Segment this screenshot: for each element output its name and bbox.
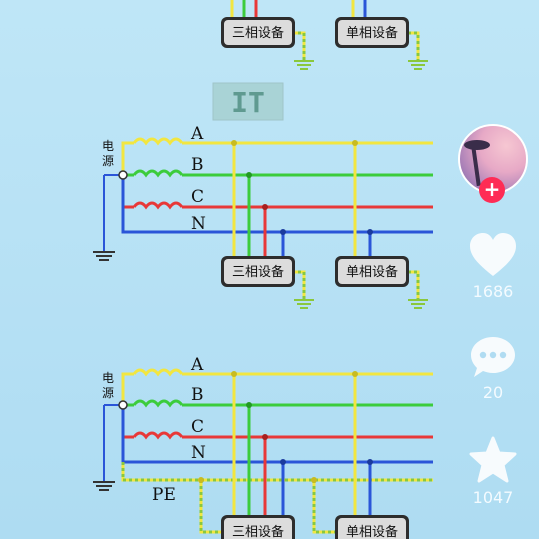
three-phase-device: 三相设备 bbox=[221, 256, 295, 287]
svg-text:三相设备: 三相设备 bbox=[232, 25, 284, 41]
favorite-action[interactable]: 1047 bbox=[455, 436, 531, 507]
bus-label-a: A bbox=[190, 355, 204, 375]
svg-text:单相设备: 单相设备 bbox=[346, 264, 398, 280]
svg-text:单相设备: 单相设备 bbox=[346, 25, 398, 41]
comment-action[interactable]: 20 bbox=[455, 335, 531, 402]
source-label: 电 bbox=[102, 139, 114, 153]
source-label: 源 bbox=[102, 154, 114, 168]
bus-label-pe: PE bbox=[152, 485, 176, 505]
palm-tree-icon bbox=[471, 145, 481, 187]
bus-label-c: C bbox=[191, 417, 204, 437]
ground-symbol bbox=[294, 299, 314, 309]
follow-button[interactable]: + bbox=[479, 177, 505, 203]
top-section: 三相设备 单相设备 bbox=[221, 0, 428, 70]
svg-text:三相设备: 三相设备 bbox=[232, 524, 284, 539]
bus-label-n: N bbox=[191, 443, 206, 463]
system-title: IT bbox=[212, 82, 284, 121]
comment-count: 20 bbox=[482, 383, 504, 402]
ground-symbol bbox=[93, 251, 115, 261]
svg-text:三相设备: 三相设备 bbox=[232, 264, 284, 280]
svg-text:单相设备: 单相设备 bbox=[346, 524, 398, 539]
source-label: 电 bbox=[102, 371, 114, 385]
ground-symbol bbox=[294, 60, 314, 70]
favorite-count: 1047 bbox=[472, 488, 514, 507]
pe-section: 电 源 A B C N PE bbox=[93, 355, 433, 539]
single-phase-device: 单相设备 bbox=[335, 515, 409, 539]
ground-symbol bbox=[408, 299, 428, 309]
heart-icon[interactable] bbox=[468, 232, 518, 278]
like-count: 1686 bbox=[472, 282, 514, 301]
single-phase-device: 单相设备 bbox=[335, 17, 409, 48]
bus-label-b: B bbox=[191, 155, 204, 175]
source-label: 源 bbox=[102, 386, 114, 400]
like-action[interactable]: 1686 bbox=[455, 232, 531, 301]
bus-label-b: B bbox=[191, 385, 204, 405]
bus-label-n: N bbox=[191, 214, 206, 234]
three-phase-device: 三相设备 bbox=[221, 515, 295, 539]
comment-icon[interactable] bbox=[469, 335, 517, 379]
bus-label-c: C bbox=[191, 187, 204, 207]
star-icon[interactable] bbox=[468, 436, 518, 484]
three-phase-device: 三相设备 bbox=[221, 17, 295, 48]
ground-symbol bbox=[408, 60, 428, 70]
ground-symbol bbox=[93, 481, 115, 491]
it-section: 电 源 A B C N bbox=[93, 124, 433, 309]
palm-leaf bbox=[464, 140, 490, 150]
single-phase-device: 单相设备 bbox=[335, 256, 409, 287]
svg-text:IT: IT bbox=[231, 86, 265, 119]
bus-label-a: A bbox=[190, 124, 204, 144]
